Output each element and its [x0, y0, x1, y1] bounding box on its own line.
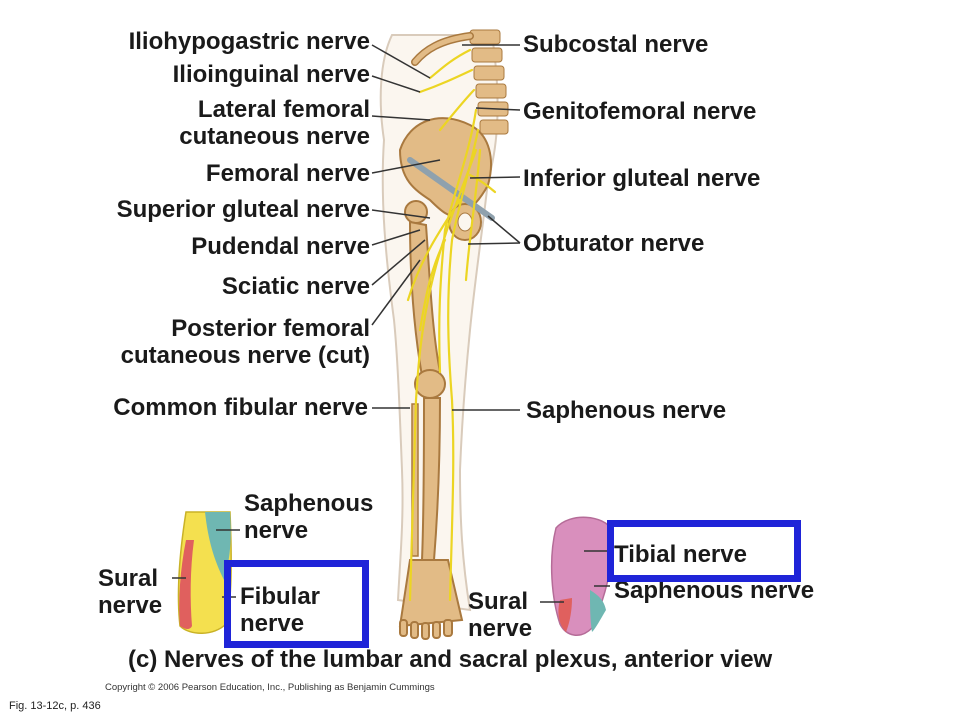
label-fibular-nerve: Fibular nerve [240, 583, 321, 637]
label-pudendal-nerve: Pudendal nerve [191, 233, 370, 260]
foot-bones [398, 559, 464, 628]
label-foot-sural-nerve-right: Sural nerve [468, 588, 533, 642]
fibular-nerve-highlight-box [224, 560, 369, 648]
label-posterior-femoral-cutaneous-nerve: Posterior femoral cutaneous nerve (cut) [120, 315, 370, 369]
label-superior-gluteal-nerve: Superior gluteal nerve [116, 196, 370, 223]
vertebral-column [469, 29, 509, 135]
label-genitofemoral-nerve: Genitofemoral nerve [523, 98, 757, 125]
label-subcostal-nerve: Subcostal nerve [523, 31, 709, 58]
figure-caption: (c) Nerves of the lumbar and sacral plex… [128, 646, 773, 673]
pubic-probe [407, 157, 495, 221]
label-inferior-gluteal-nerve: Inferior gluteal nerve [523, 165, 761, 192]
label-saphenous-nerve: Saphenous nerve [526, 397, 727, 424]
patella [414, 369, 446, 399]
tibial-nerve-highlight-box [607, 520, 801, 582]
label-lateral-femoral-cutaneous-nerve: Lateral femoral cutaneous nerve [179, 96, 370, 150]
label-tibial-nerve: Tibial nerve [614, 541, 747, 568]
label-obturator-nerve: Obturator nerve [523, 230, 705, 257]
figure-reference: Fig. 13-12c, p. 436 [9, 700, 101, 712]
nerve-paths [406, 48, 497, 602]
label-iliohypogastric-nerve: Iliohypogastric nerve [128, 28, 370, 55]
femoral-head [404, 200, 428, 224]
label-foot-sural-nerve-left: Sural nerve [98, 565, 163, 619]
label-common-fibular-nerve: Common fibular nerve [113, 394, 368, 421]
plantar-foot-map [550, 516, 614, 636]
label-sciatic-nerve: Sciatic nerve [221, 273, 370, 300]
label-ilioinguinal-nerve: Ilioinguinal nerve [172, 61, 370, 88]
copyright-notice: Copyright © 2006 Pearson Education, Inc.… [105, 682, 435, 693]
label-femoral-nerve: Femoral nerve [205, 160, 370, 187]
label-foot-saphenous-nerve: Saphenous nerve [244, 490, 374, 544]
leader-lines [172, 44, 612, 603]
